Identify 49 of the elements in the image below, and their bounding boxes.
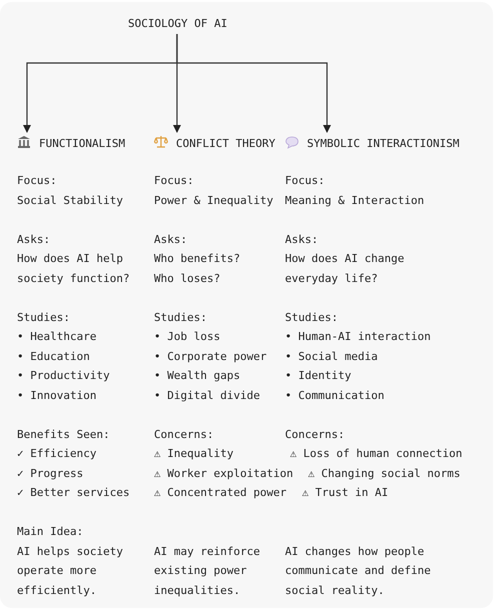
section-label: Benefits Seen:	[17, 426, 110, 442]
list-item: • Wealth gaps	[154, 368, 240, 384]
section-label: Main Idea:	[17, 524, 84, 540]
title-label: SOCIOLOGY OF AI	[128, 14, 228, 34]
list-item: ⚠ Worker exploitation	[154, 466, 294, 482]
list-item: • Education	[17, 348, 90, 364]
arrow	[176, 34, 331, 133]
section-label: Asks:	[17, 232, 50, 248]
list-item: ✓ Better services	[17, 485, 130, 501]
description-text: Who loses?	[154, 270, 220, 286]
list-item: ⚠ Trust in AI	[302, 485, 388, 501]
description-text: AI helps society operate more efficiently.	[17, 544, 124, 598]
list-item: ⚠ Changing social norms	[308, 466, 460, 482]
section-label: Asks:	[285, 232, 318, 248]
list-item: • Innovation	[17, 388, 96, 404]
list-item: ⚠ Inequality	[154, 446, 234, 462]
section-label: Studies:	[285, 310, 338, 326]
description-text: How does AI help society function?	[17, 251, 131, 286]
list-item: ✓ Progress	[17, 466, 84, 482]
list-item: • Communication	[285, 388, 384, 404]
list-item: Social Stability	[17, 192, 123, 208]
list-item: Meaning & Interaction	[285, 192, 424, 208]
column-heading: FUNCTIONALISM	[39, 137, 126, 150]
section-label: Concerns:	[154, 426, 214, 442]
list-item: Power & Inequality	[154, 192, 274, 208]
description-text: AI changes how people communicate and define social reality.	[285, 544, 432, 598]
section-label: Studies:	[17, 310, 70, 326]
list-item: • Healthcare	[17, 329, 96, 345]
column-heading: CONFLICT THEORY	[176, 137, 276, 150]
description-text: AI may reinforce existing power inequalities.	[154, 544, 261, 598]
list-item: ⚠ Loss of human connection	[290, 446, 462, 462]
description-text: Who benefits?	[154, 251, 240, 267]
section-label: Asks:	[154, 232, 188, 248]
section-label: Focus:	[285, 173, 325, 189]
list-item: • Social media	[285, 348, 378, 364]
section-label: Studies:	[154, 310, 207, 326]
list-item: • Digital divide	[154, 388, 260, 404]
description-text: How does AI change everyday life?	[285, 251, 406, 286]
list-item: • Corporate power	[154, 348, 267, 364]
list-item: ✓ Efficiency	[17, 446, 96, 462]
section-label: Focus:	[17, 173, 57, 189]
column-heading: SYMBOLIC INTERACTIONISM	[307, 137, 460, 150]
list-item: • Productivity	[17, 368, 110, 384]
section-label: Focus:	[154, 173, 194, 189]
section-label: Concerns:	[285, 426, 345, 442]
list-item: • Job loss	[154, 329, 220, 345]
list-item: ⚠ Concentrated power	[154, 485, 286, 501]
list-item: • Identity	[285, 368, 352, 384]
list-item: • Human-AI interaction	[285, 329, 431, 345]
